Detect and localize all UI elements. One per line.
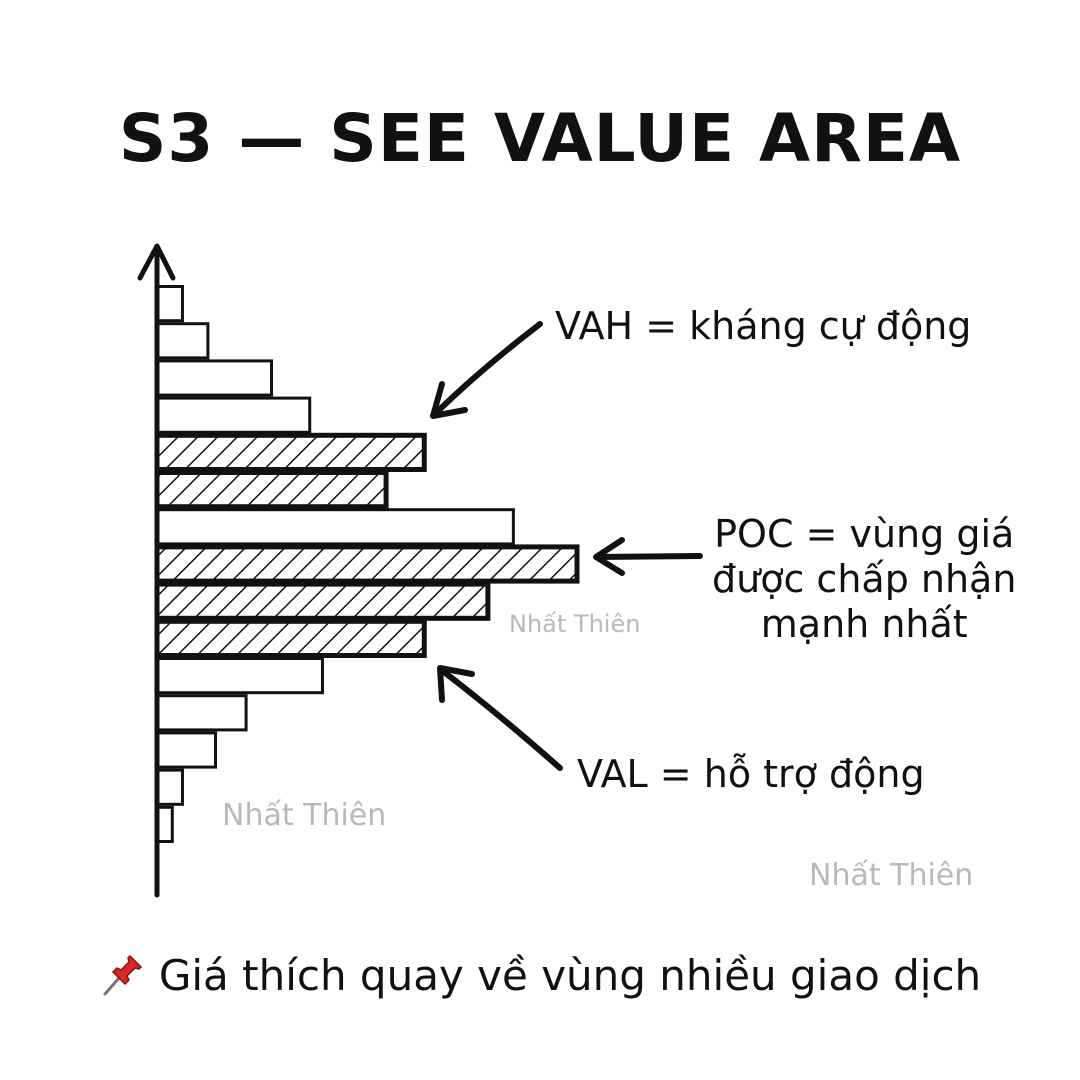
vah-arrow-icon	[430, 321, 543, 419]
value-area-bar	[154, 470, 389, 510]
volume-bar	[155, 396, 312, 434]
price-axis-arrowhead-icon	[137, 243, 176, 281]
poc-arrow-icon	[593, 537, 703, 576]
page-title: S3 — SEE VALUE AREA	[118, 100, 962, 177]
val-label: VAL = hỗ trợ động	[577, 752, 925, 796]
watermark: Nhất Thiên	[809, 858, 974, 893]
watermark: Nhất Thiên	[509, 610, 641, 638]
volume-bars	[154, 285, 580, 843]
value-area-bar	[154, 618, 427, 658]
volume-bar	[155, 657, 324, 695]
watermark: Nhất Thiên	[222, 798, 387, 833]
footer-text: Giá thích quay về vùng nhiều giao dịch	[158, 951, 982, 1000]
value-area-bar	[154, 544, 580, 584]
poc-label-line-1: POC = vùng giá	[714, 512, 1015, 556]
pushpin-icon	[103, 954, 142, 996]
vah-label: VAH = kháng cự động	[555, 304, 972, 348]
footer-note: Giá thích quay về vùng nhiều giao dịch	[0, 950, 1080, 1000]
volume-bar	[155, 359, 274, 397]
value-area-bar	[154, 581, 491, 621]
val-arrow-icon	[437, 665, 563, 771]
volume-bar	[155, 768, 184, 806]
poc-label-line-2: được chấp nhận	[712, 556, 1017, 601]
poc-label-line-3: mạnh nhất	[760, 601, 968, 646]
value-area-bar	[154, 432, 427, 472]
volume-bar	[155, 285, 184, 323]
volume-bar	[155, 322, 210, 360]
volume-bar	[155, 694, 248, 732]
volume-bar	[155, 508, 515, 546]
poc-label: POC = vùng giá được chấp nhận mạnh nhất	[712, 512, 1016, 646]
volume-bar	[155, 731, 218, 769]
